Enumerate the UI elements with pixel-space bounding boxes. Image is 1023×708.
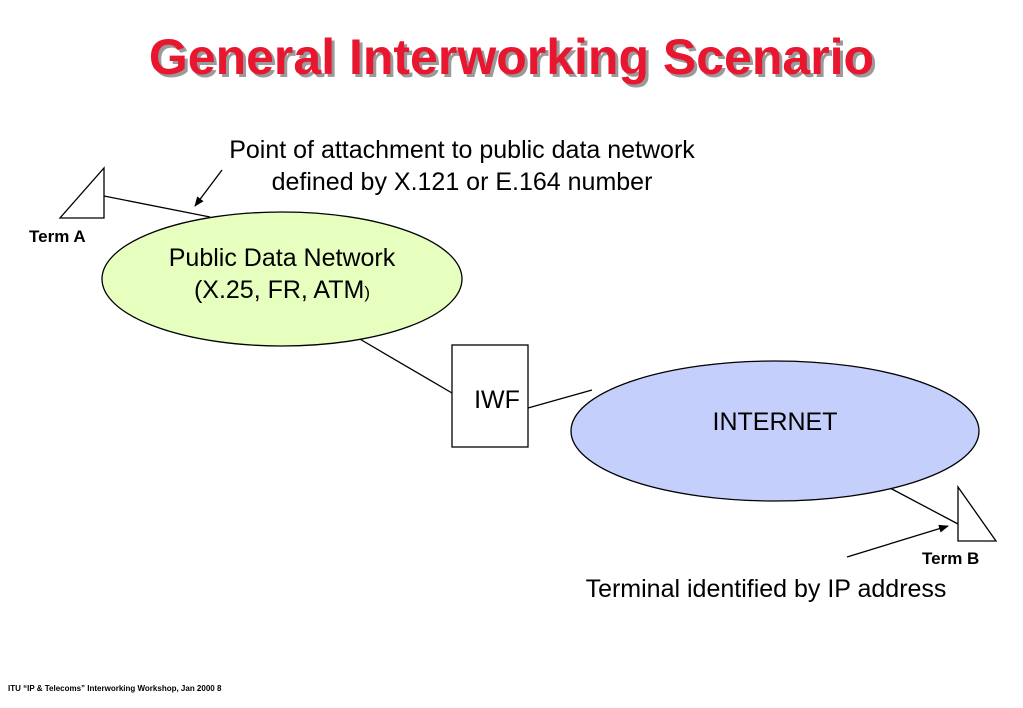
term-b-label: Term B <box>922 549 980 568</box>
arrow-attachment <box>194 169 223 207</box>
pdn-label-line2-close: ) <box>364 283 371 302</box>
pdn-label-line2-main: (X.25, FR, ATM <box>193 276 365 304</box>
pdn-label-line1: Public Data Network <box>168 244 396 272</box>
pdn-label-line2: (X.25, FR, ATM) <box>112 274 452 309</box>
term-a-triangle-icon <box>58 166 105 219</box>
attachment-annotation-line2: defined by X.121 or E.164 number <box>271 168 653 196</box>
internet-cloud <box>570 360 980 502</box>
attachment-annotation: Point of attachment to public data netwo… <box>182 134 742 198</box>
link-pdn-to-iwf <box>357 337 453 394</box>
terminal-ip-annotation: Terminal identified by IP address <box>585 575 947 603</box>
link-internet-to-term-b <box>889 487 959 525</box>
iwf-label: IWF <box>474 386 520 414</box>
term-a-label: Term A <box>29 227 86 246</box>
public-data-network-label: Public Data Network (X.25, FR, ATM) <box>112 242 452 309</box>
arrow-terminal-ip <box>846 524 949 558</box>
link-iwf-to-internet <box>527 389 593 409</box>
public-data-network-cloud <box>101 211 463 347</box>
term-b-triangle-icon <box>957 484 998 542</box>
link-term-a-to-pdn <box>103 195 211 218</box>
iwf-box <box>451 344 529 448</box>
slide-footer: ITU “IP & Telecoms” Interworking Worksho… <box>8 684 222 693</box>
internet-label: INTERNET <box>712 408 838 436</box>
attachment-annotation-line1: Point of attachment to public data netwo… <box>229 136 695 164</box>
slide-title: General Interworking Scenario <box>148 29 875 85</box>
